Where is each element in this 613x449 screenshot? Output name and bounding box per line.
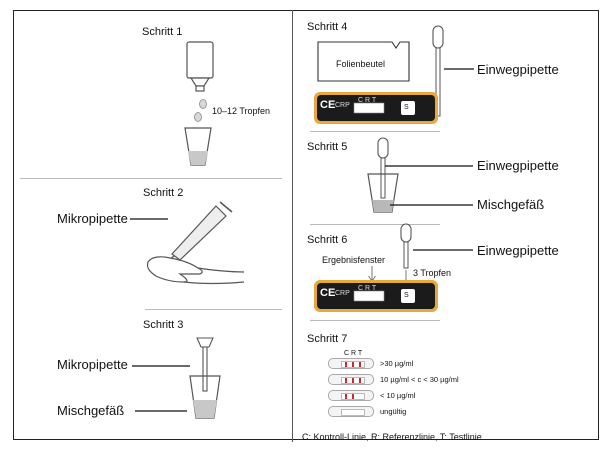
step5-pipette-leader [385,165,473,167]
cassette-side-text-step6: CRP [335,290,350,297]
disposable-pipette-dropping-icon [400,223,412,286]
step6-title: Schritt 6 [307,234,348,246]
result-line [359,378,361,383]
ce-mark-step6: CE [320,287,336,299]
dropper-bottle-icon [186,41,214,92]
step6-drops-label: 3 Tropfen [413,268,452,278]
result-window-label: Ergebnisfenster [322,255,386,265]
column-divider [292,10,293,442]
step6-pipette-label: Einwegpipette [477,243,559,258]
mixing-vessel-icon [184,127,212,166]
separator-step2-3 [145,309,282,310]
step3-pipette-leader [132,365,190,367]
separator-step5-6 [310,224,440,225]
result-line [345,378,347,383]
step5-vessel-leader [390,204,473,206]
cassette-window-letters: C R T [358,97,377,104]
result-line [359,362,361,367]
result-strip [328,358,374,369]
cassette-side-text: CRP [335,102,350,109]
separator-step4-5 [310,131,440,132]
hand-with-micropipette-icon [146,201,245,285]
step5-pipette-label: Einwegpipette [477,158,559,173]
step3-micropipette-label: Mikropipette [57,357,128,372]
step4-pouch-label: Folienbeutel [336,59,386,69]
result-line [345,394,347,399]
result-line [352,394,354,399]
result-strip [328,374,374,385]
result-label: >30 µg/ml [380,359,414,368]
step2-micropipette-label: Mikropipette [57,211,128,226]
step5-title: Schritt 5 [307,141,348,153]
result-label: 10 µg/ml < c < 30 µg/ml [380,375,459,384]
step1-title: Schritt 1 [142,26,183,38]
step4-pipette-label: Einwegpipette [477,62,559,77]
result-window [341,393,365,400]
cassette-window-letters-step6: C R T [358,285,377,292]
step4-pipette-leader [444,68,474,70]
test-cassette-step6-icon [314,280,438,312]
separator-step6-7 [310,320,440,321]
result-window [341,377,365,384]
step6-pipette-leader [413,249,473,251]
result-line [352,362,354,367]
step2-leader-line [130,218,168,220]
ce-mark: CE [320,99,336,111]
pipette-in-mixing-vessel-icon [367,137,399,213]
result-label: < 10 µg/ml [380,391,416,400]
result-window [341,409,365,416]
separator-step1-2 [20,178,282,179]
step3-vessel-label: Mischgefäß [57,403,125,418]
result-strip [328,406,374,417]
test-cassette-icon [314,92,438,124]
step2-title: Schritt 2 [143,187,184,199]
legend-text: C: Kontroll-Linie, R: Referenzlinie, T: … [302,432,482,442]
step3-vessel-leader [135,410,187,412]
result-line [352,378,354,383]
disposable-pipette-icon [432,25,444,117]
result-strip [328,390,374,401]
pipette-in-vessel-icon [189,337,221,419]
cassette-well-letter: S [404,104,409,111]
step4-title: Schritt 4 [307,21,348,33]
foil-pouch-icon [317,41,410,82]
result-window [341,361,365,368]
crt-header: C R T [344,350,363,357]
step1-drops-label: 10–12 Tropfen [212,106,271,116]
cassette-well-letter-step6: S [404,292,409,299]
step5-vessel-label: Mischgefäß [477,197,545,212]
drops-icon [194,99,207,122]
step7-title: Schritt 7 [307,333,348,345]
diagram-frame [13,10,599,440]
result-line [345,362,347,367]
step3-title: Schritt 3 [143,319,184,331]
result-label: ungültig [380,407,407,416]
